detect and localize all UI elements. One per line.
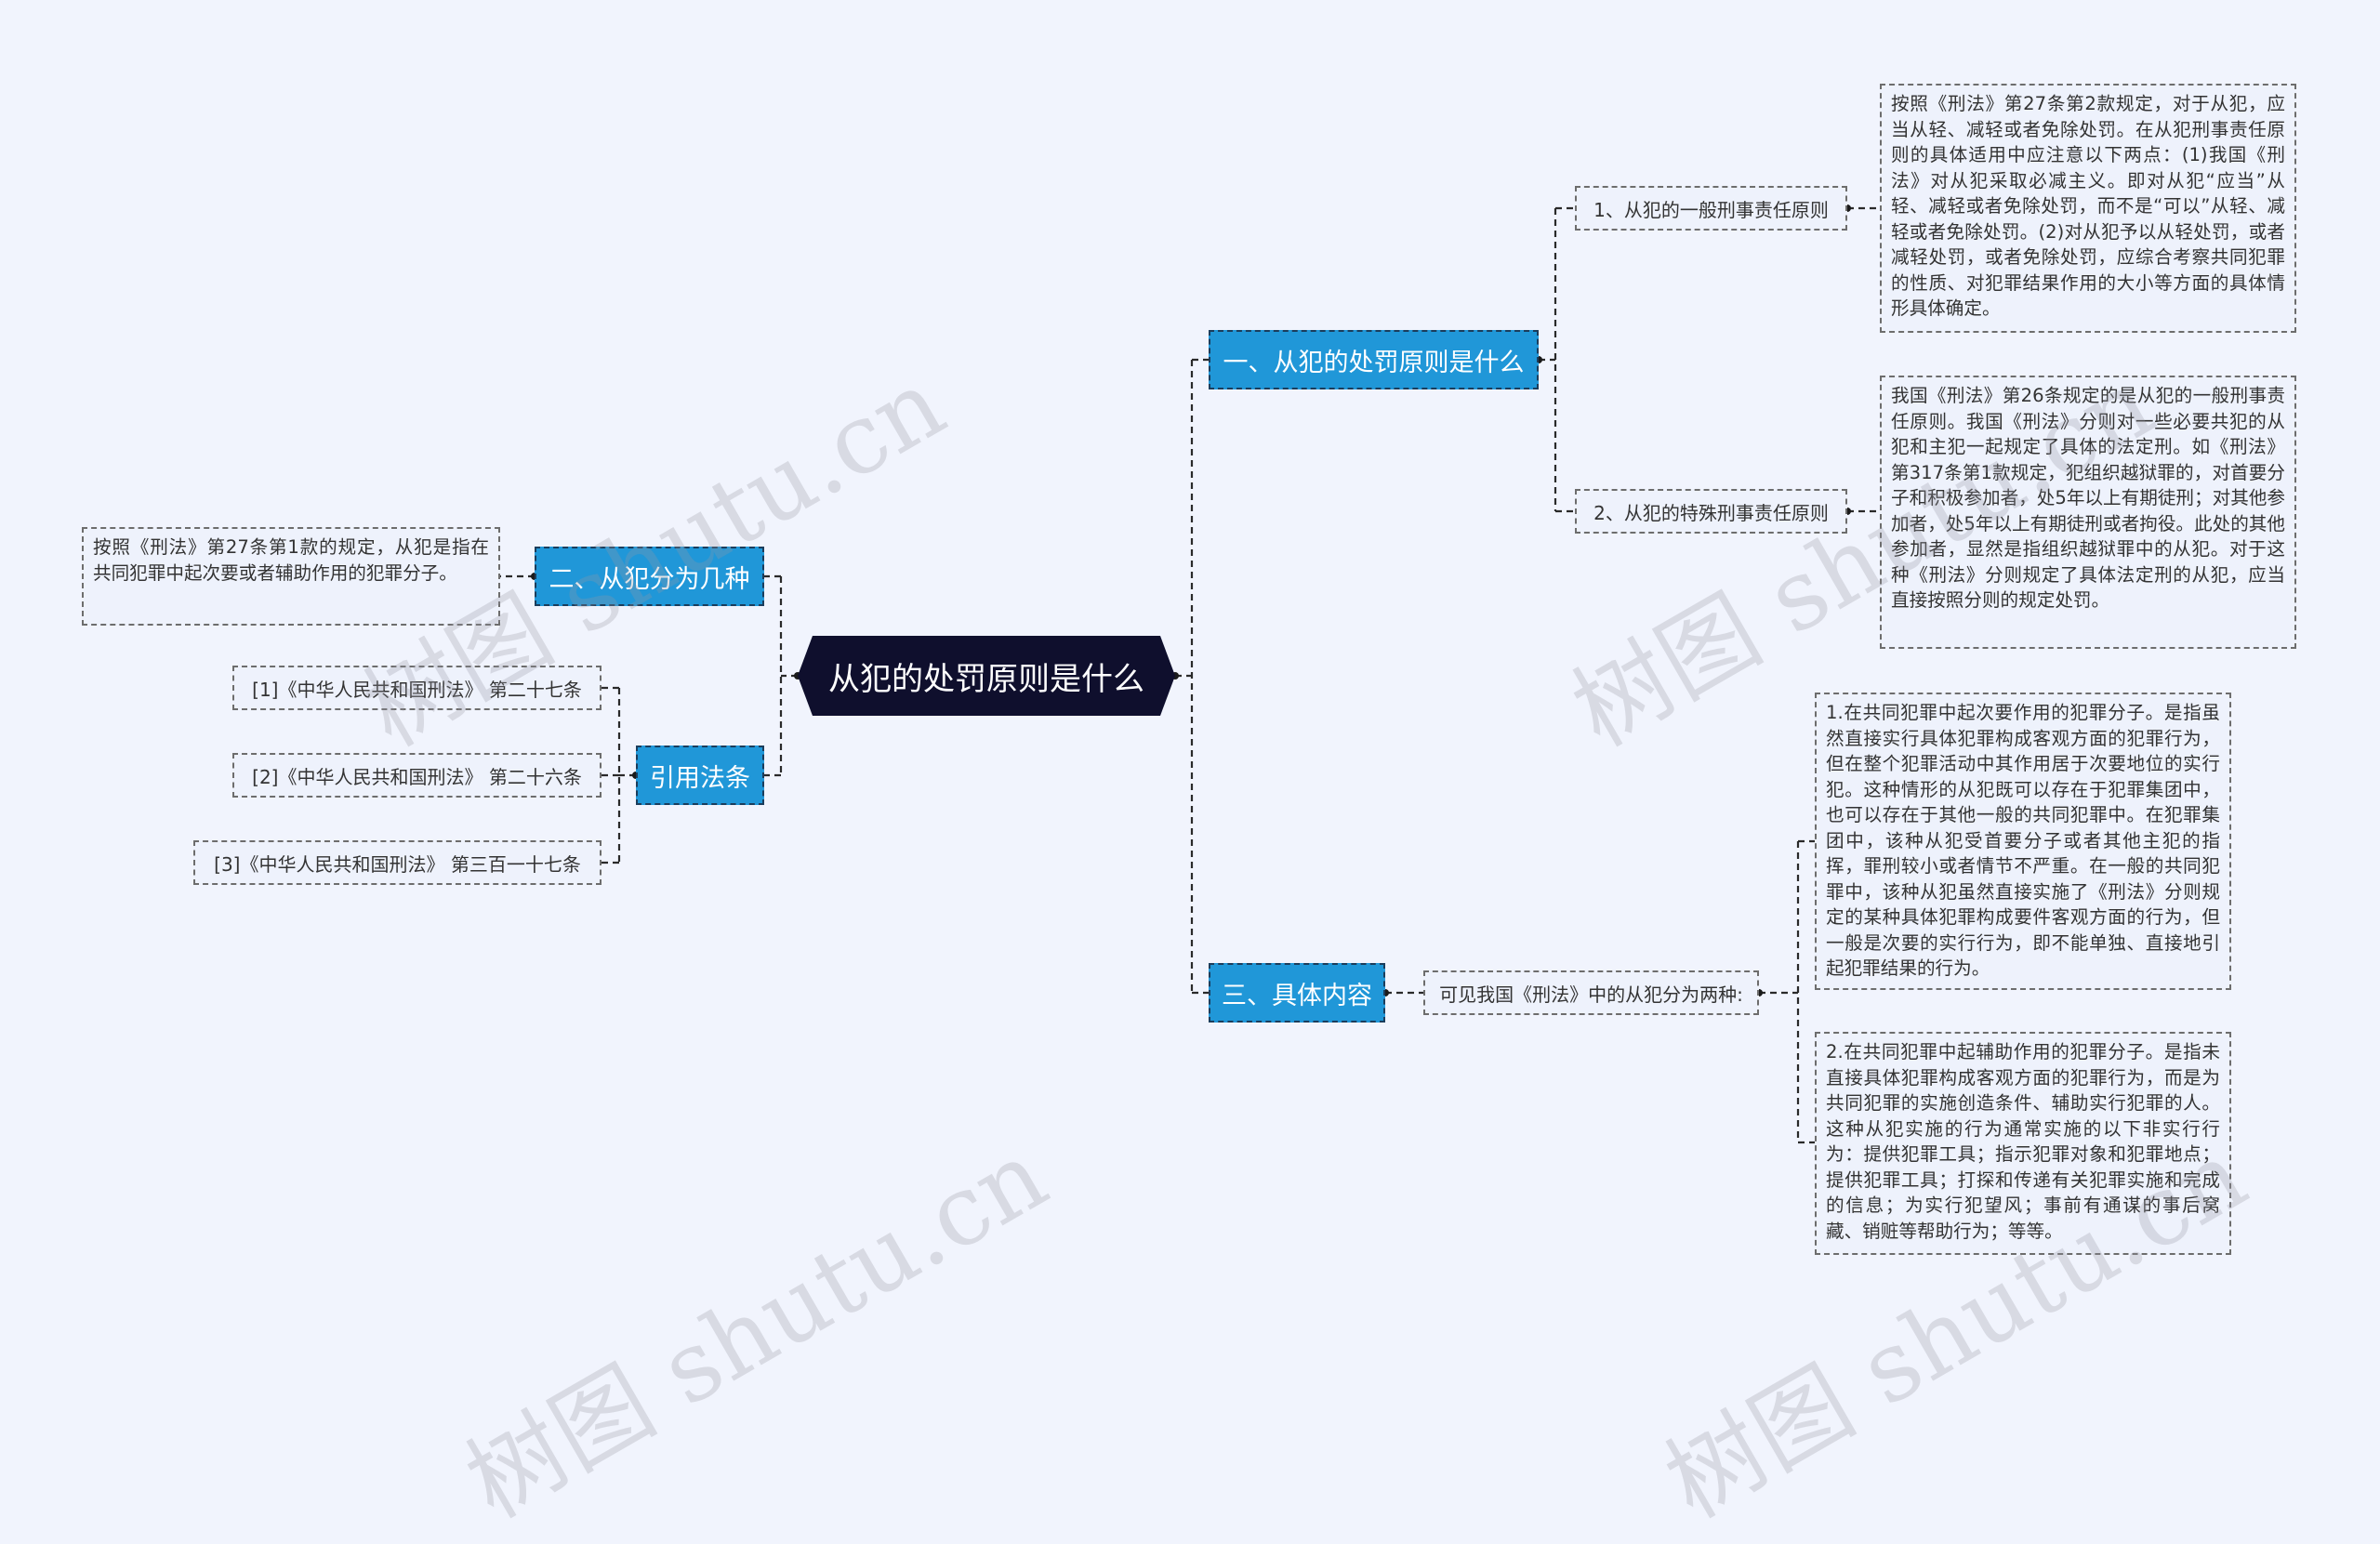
text-secondary-role[interactable]: 1.在共同犯罪中起次要作用的犯罪分子。是指虽然直接实行具体犯罪构成客观方面的犯罪… — [1815, 693, 2231, 990]
sub-special-liability[interactable]: 2、从犯的特殊刑事责任原则 — [1575, 489, 1847, 534]
branch-cited-laws[interactable]: 引用法条 — [636, 746, 764, 805]
ref-article-317[interactable]: [3]《中华人民共和国刑法》 第三百一十七条 — [193, 840, 602, 885]
text-auxiliary-role[interactable]: 2.在共同犯罪中起辅助作用的犯罪分子。是指未直接具体犯罪构成客观方面的犯罪行为，… — [1815, 1032, 2231, 1255]
ref-article-27[interactable]: [1]《中华人民共和国刑法》 第二十七条 — [232, 666, 602, 710]
branch-specific-content[interactable]: 三、具体内容 — [1209, 963, 1385, 1023]
text-accomplice-definition[interactable]: 按照《刑法》第27条第1款的规定，从犯是指在共同犯罪中起次要或者辅助作用的犯罪分… — [82, 527, 500, 626]
branch-accomplice-types[interactable]: 二、从犯分为几种 — [535, 547, 764, 606]
root-topic[interactable]: 从犯的处罚原则是什么 — [798, 636, 1175, 716]
text-special-liability[interactable]: 我国《刑法》第26条规定的是从犯的一般刑事责任原则。我国《刑法》分则对一些必要共… — [1880, 376, 2296, 649]
ref-article-26[interactable]: [2]《中华人民共和国刑法》 第二十六条 — [232, 753, 602, 798]
branch-punishment-principle[interactable]: 一、从犯的处罚原则是什么 — [1209, 330, 1539, 389]
text-general-liability[interactable]: 按照《刑法》第27条第2款规定，对于从犯，应当从轻、减轻或者免除处罚。在从犯刑事… — [1880, 84, 2296, 333]
sub-two-kinds[interactable]: 可见我国《刑法》中的从犯分为两种: — [1423, 970, 1759, 1015]
sub-general-liability[interactable]: 1、从犯的一般刑事责任原则 — [1575, 186, 1847, 231]
